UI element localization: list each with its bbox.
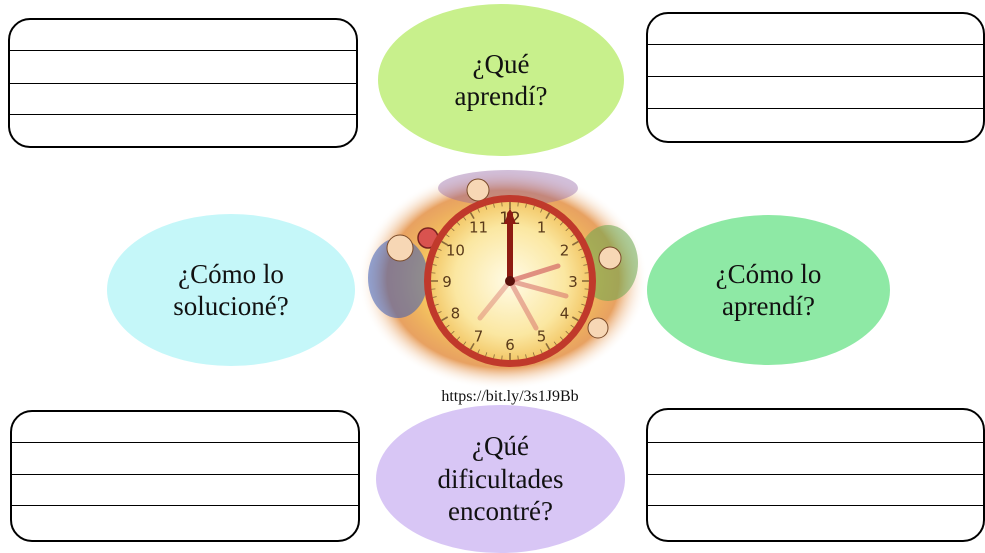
image-source-link[interactable]: https://bit.ly/3s1J9Bb [400, 388, 620, 406]
answer-box-bottom-right[interactable] [646, 408, 985, 542]
question-difficulties: ¿Qúé dificultades encontré? [376, 405, 625, 553]
clock-number-1: 1 [537, 218, 547, 236]
clock-illustration: 121234567891011 [358, 168, 648, 390]
answer-box-top-left[interactable] [8, 18, 358, 148]
child-figure-top [467, 179, 489, 201]
clock-number-2: 2 [560, 242, 570, 260]
question-what-learned: ¿Qué aprendí? [378, 4, 624, 156]
child-figure-left [387, 235, 413, 261]
clock-number-11: 11 [469, 218, 488, 236]
clock-number-3: 3 [568, 273, 578, 291]
clock-number-8: 8 [451, 305, 461, 323]
question-how-learned: ¿Cómo lo aprendí? [647, 215, 890, 365]
clock-svg: 121234567891011 [358, 168, 648, 390]
question-how-solved: ¿Cómo lo solucioné? [107, 214, 355, 366]
question-difficulties-text: ¿Qúé dificultades encontré? [438, 430, 564, 527]
child-figure-bottom-right [588, 318, 608, 338]
question-how-learned-text: ¿Cómo lo aprendí? [716, 258, 822, 323]
clock-number-9: 9 [442, 273, 452, 291]
clock-number-4: 4 [560, 305, 570, 323]
clock-number-6: 6 [505, 336, 515, 354]
clock-number-10: 10 [446, 242, 465, 260]
clock-number-7: 7 [474, 328, 484, 346]
clock-center-pin [505, 276, 515, 286]
child-figure-right [599, 247, 621, 269]
clock-number-5: 5 [537, 328, 547, 346]
question-what-learned-text: ¿Qué aprendí? [455, 48, 548, 113]
answer-box-bottom-left[interactable] [10, 410, 360, 542]
answer-box-top-right[interactable] [646, 12, 985, 143]
question-how-solved-text: ¿Cómo lo solucioné? [173, 258, 288, 323]
